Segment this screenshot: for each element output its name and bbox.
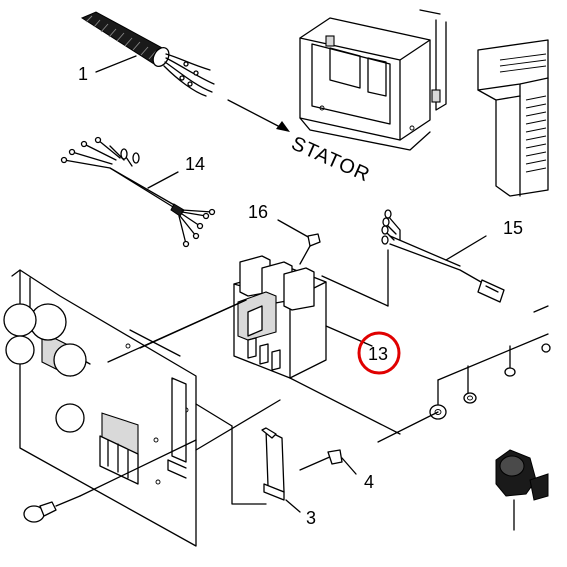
callout-4: 4 <box>364 472 374 492</box>
washer-set <box>377 305 551 443</box>
callout-3: 3 <box>306 508 316 528</box>
part-3-bracket <box>261 427 301 513</box>
control-panel <box>3 269 197 547</box>
callout-13: 13 <box>368 344 388 364</box>
part-13-breaker <box>233 255 373 379</box>
callout-16: 16 <box>248 202 268 222</box>
callout-14: 14 <box>185 154 205 174</box>
connector-plug <box>495 449 549 531</box>
part-4-screw <box>299 449 357 475</box>
panel-knob <box>23 495 81 523</box>
callout-1: 1 <box>78 64 88 84</box>
part-15-harness <box>321 209 505 307</box>
part-16-screw <box>277 219 321 265</box>
leader-lines <box>79 299 401 505</box>
stator-frame <box>299 9 447 151</box>
highlight-circle-13 <box>357 331 401 375</box>
right-enclosure <box>477 39 549 197</box>
stator-arrow <box>227 99 290 132</box>
part-1-conduit <box>80 11 215 97</box>
callout-15: 15 <box>503 218 523 238</box>
part-14-harness <box>60 136 216 248</box>
